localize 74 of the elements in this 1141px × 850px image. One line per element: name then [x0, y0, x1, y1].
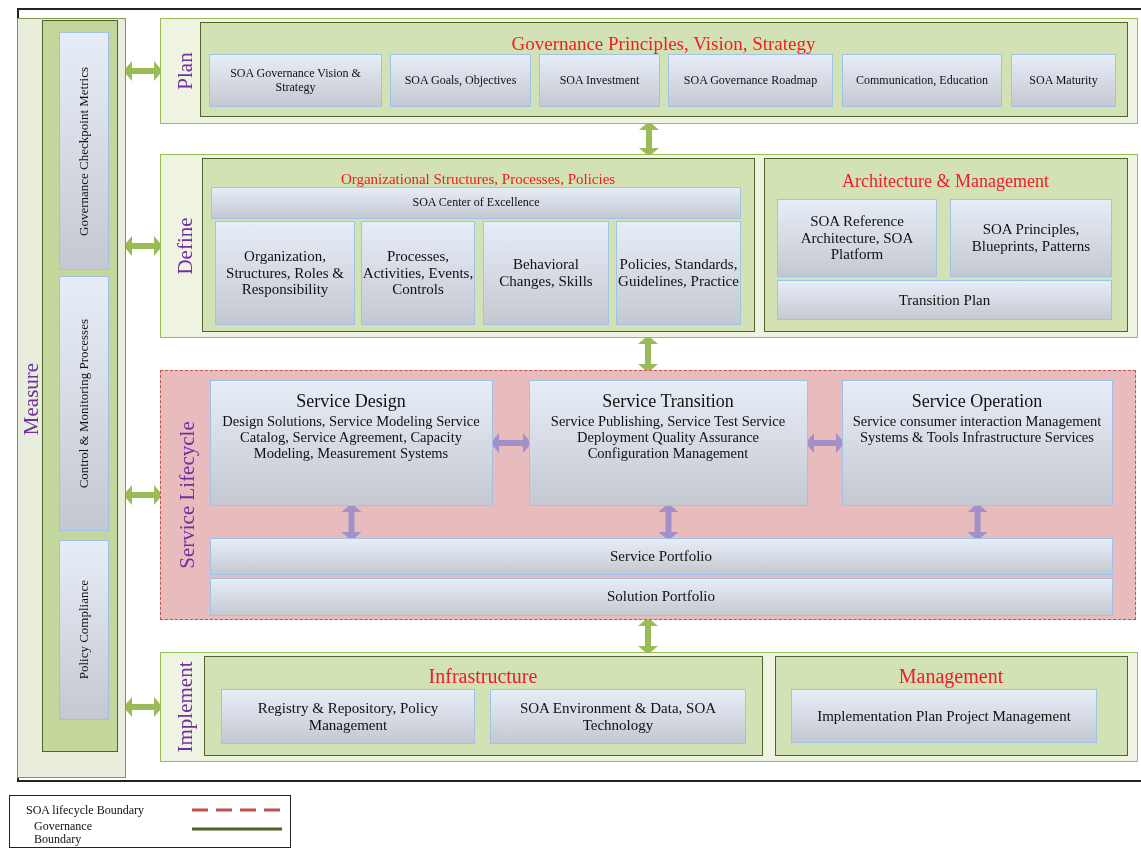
item-box [483, 221, 609, 325]
process-box [59, 276, 109, 531]
band-label: Implement [172, 661, 198, 753]
box-text: Design Solutions, Service Modeling Service Catalog, Service Agreement, Capacity Modeling, Measurement Systems [221, 412, 481, 462]
box-text: SOA Investment [559, 73, 640, 88]
box-text: Policies, Standards, Guidelines, Practice [617, 256, 740, 290]
group-title: Infrastructure [427, 664, 539, 688]
group-title: Management [897, 664, 1005, 688]
item-box [616, 221, 741, 325]
item-box [777, 199, 937, 277]
band-label: Define [172, 217, 198, 275]
legend-text: Governance Boundary [34, 820, 93, 847]
item-box [539, 54, 660, 107]
box-title: Service Design [296, 390, 406, 411]
box-text: SOA Reference Architecture, SOA Platform [799, 212, 915, 264]
legend-text: SOA lifecycle Boundary [26, 804, 145, 818]
box-text: Policy Compliance [76, 580, 92, 680]
box-text: SOA Principles, Blueprints, Patterns [970, 221, 1092, 255]
group-panel [201, 157, 755, 332]
group-title: Organizational Structures, Processes, Policies [339, 170, 617, 188]
process-box [59, 540, 109, 720]
item-box [490, 689, 746, 744]
group-title: Governance Principles, Vision, Strategy [510, 32, 817, 55]
group-panel [203, 655, 763, 756]
box-text: Solution Portfolio [607, 588, 715, 605]
box-text: SOA Goals, Objectives [404, 73, 517, 88]
lifecycle-band [160, 370, 1136, 620]
portfolio-bar [209, 537, 1113, 575]
box-title: Service Transition [602, 390, 734, 411]
box-text: Communication, Education [856, 73, 988, 88]
box-text: Governance Checkpoint Metrics [76, 66, 92, 236]
service-box [841, 379, 1113, 506]
box-title: Service Operation [911, 390, 1043, 411]
box-text: SOA Center of Excellence [412, 196, 540, 210]
box-text: Registry & Repository, Policy Management [256, 699, 440, 734]
measure-band [17, 18, 126, 778]
center-bar [211, 187, 741, 219]
service-box [528, 379, 808, 506]
item-box [668, 54, 833, 107]
box-text: SOA Environment & Data, SOA Technology [518, 699, 718, 734]
group-title: Architecture & Management [841, 170, 1050, 192]
process-box [59, 32, 109, 270]
item-box [791, 689, 1097, 743]
item-box [209, 54, 382, 107]
band-label: Measure [18, 362, 44, 436]
box-text: Service consumer interaction Management Systems & Tools Infrastructure Services [851, 412, 1103, 446]
item-box [390, 54, 531, 107]
item-box [215, 221, 355, 325]
group-panel [774, 655, 1128, 756]
box-text: SOA Governance Roadmap [683, 73, 818, 88]
implement-band [160, 652, 1138, 762]
item-box [950, 199, 1112, 277]
box-text: SOA Governance Vision & Strategy [229, 67, 362, 94]
item-box [221, 689, 475, 744]
band-label: Plan [172, 52, 198, 90]
portfolio-bar [209, 577, 1113, 616]
box-text: Implementation Plan Project Management [817, 707, 1071, 725]
band-label: Service Lifecycle [174, 421, 200, 569]
box-text: Control & Monitoring Processes [76, 318, 92, 489]
define-band [160, 154, 1138, 338]
box-text: Organization, Structures, Roles & Responsibility [225, 247, 345, 299]
box-text: Service Portfolio [609, 547, 713, 565]
metrics-panel [41, 19, 118, 752]
box-text: SOA Maturity [1029, 73, 1098, 88]
item-box [842, 54, 1002, 107]
group-panel [763, 157, 1128, 332]
item-box [1011, 54, 1116, 107]
item-box [777, 280, 1112, 320]
item-box [361, 221, 475, 325]
box-text: Service Publishing, Service Test Service Deployment Quality Assurance Configuration Management [549, 412, 787, 462]
service-box [209, 379, 493, 506]
box-text: Processes, Activities, Events, Controls [362, 247, 474, 299]
box-text: Transition Plan [898, 291, 991, 309]
box-text: Behavioral Changes, Skills [498, 256, 594, 290]
